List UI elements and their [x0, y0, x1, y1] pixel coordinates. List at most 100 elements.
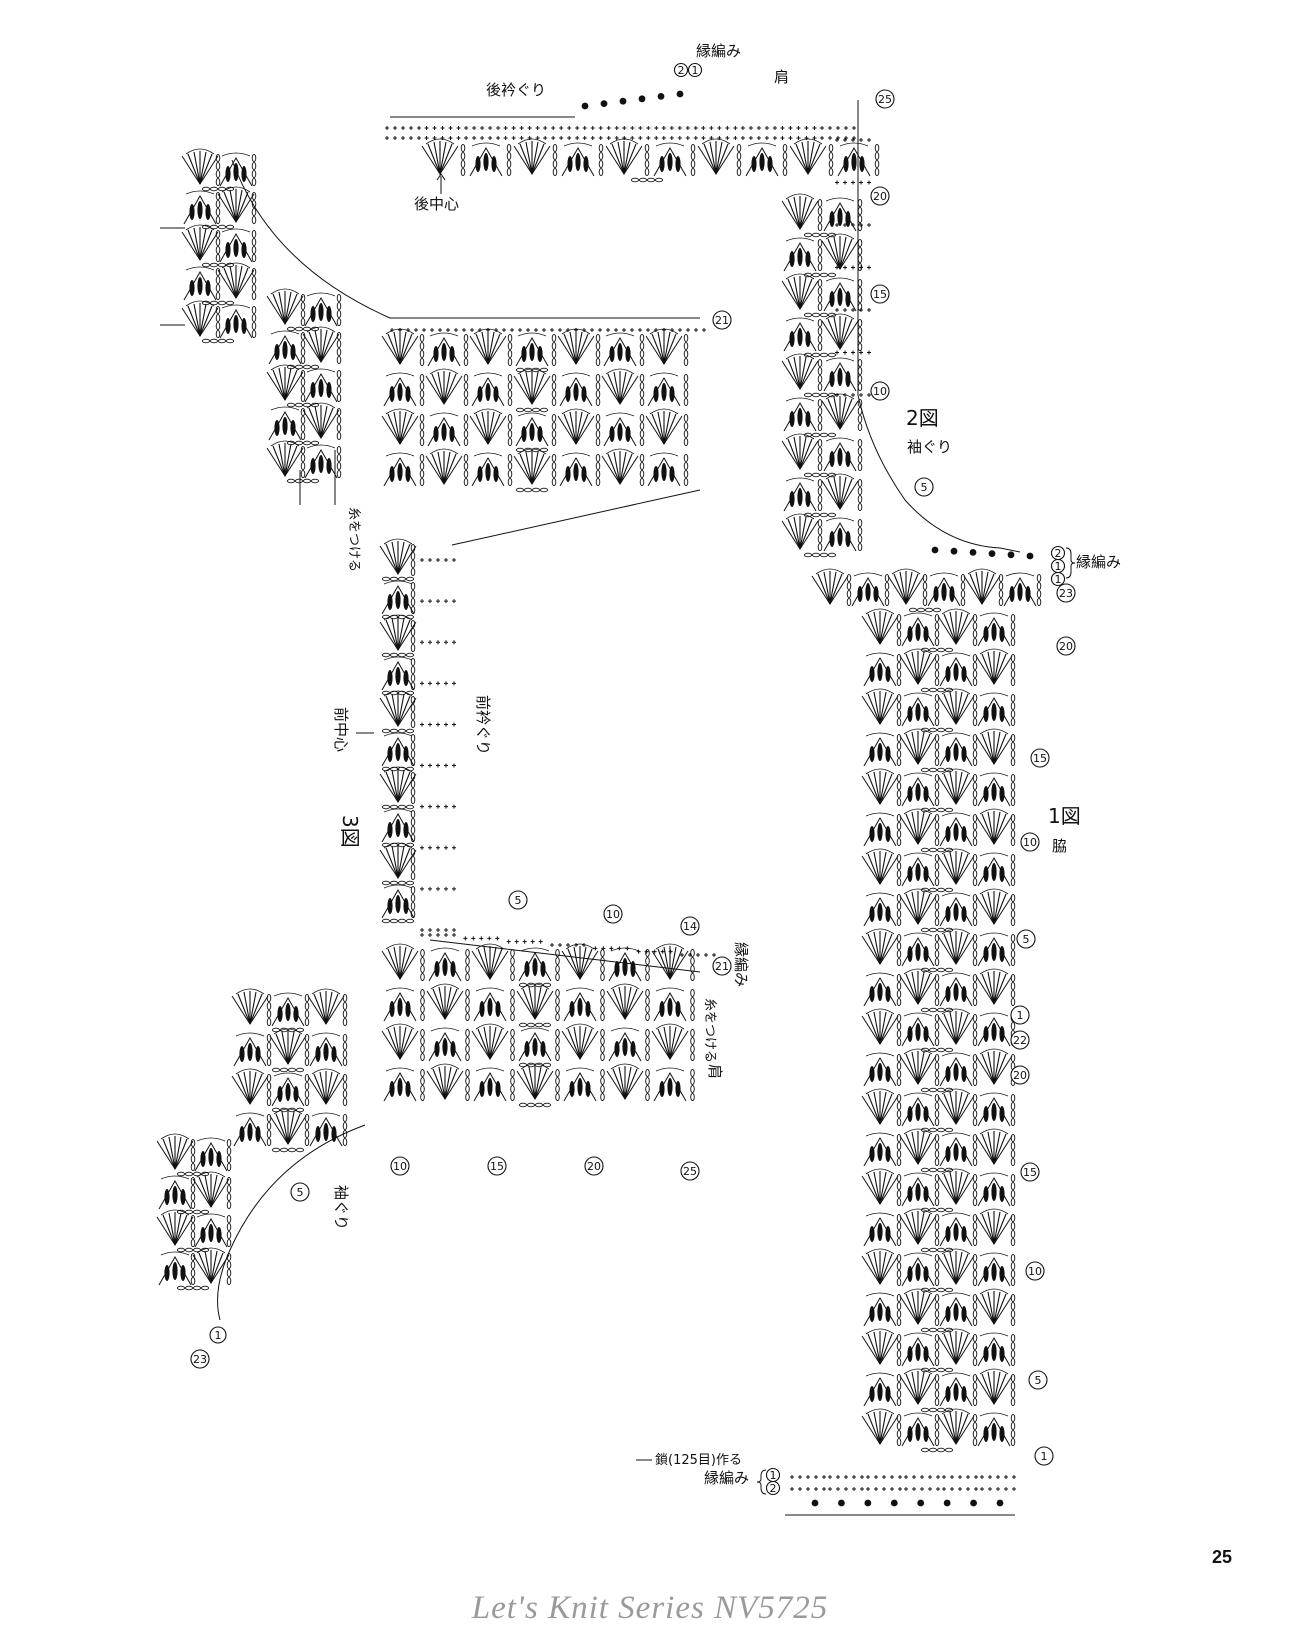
svg-text:21: 21: [715, 314, 729, 327]
svg-text:1: 1: [770, 1469, 777, 1482]
stitch-symbol: [861, 1088, 899, 1125]
stitch-symbol: [823, 437, 857, 472]
stitch-symbol: [419, 413, 425, 447]
stitch-symbol: [896, 1133, 902, 1167]
stitch-symbol: [582, 125, 620, 131]
row-marker: 21: [712, 956, 732, 976]
stitch-symbol: [977, 1012, 1011, 1047]
stitch-symbol: [215, 267, 221, 301]
stitch-symbol: [846, 573, 852, 607]
stitch-symbol: [176, 1171, 210, 1177]
row-marker: 5: [508, 890, 528, 910]
stitch-symbol: [939, 732, 973, 767]
stitch-symbol: [302, 326, 340, 363]
page-number: 25: [1211, 1547, 1232, 1567]
stitch-symbol: [934, 933, 940, 967]
stitch-symbol: [863, 732, 897, 767]
stitch-symbol: [896, 1173, 902, 1207]
row-marker: 2: [1050, 545, 1066, 561]
stitch-symbol: [783, 397, 817, 432]
stitch-symbol: [381, 943, 419, 980]
stitch-symbol: [561, 142, 595, 177]
stitch-symbol: [379, 766, 417, 803]
stitch-symbol: [381, 580, 415, 615]
stitch-symbol: [977, 772, 1011, 807]
label-side: 脇: [1052, 837, 1067, 855]
stitch-symbol: [176, 1209, 210, 1215]
stitch-symbol: [513, 138, 551, 175]
stitch-symbol: [934, 853, 940, 887]
stitch-symbol: [589, 327, 627, 333]
stitch-symbol: [410, 581, 416, 615]
label-chain-start: 鎖(125目)作る: [655, 1452, 742, 1468]
stitch-symbol: [690, 143, 696, 177]
stitch-symbol: [977, 1332, 1011, 1367]
stitch-symbol: [266, 1033, 272, 1067]
stitch-symbol: [972, 853, 978, 887]
stitch-symbol: [192, 1171, 230, 1208]
stitch-symbol: [194, 1213, 228, 1248]
stitch-symbol: [977, 1252, 1011, 1287]
stitch-symbol: [817, 278, 823, 312]
stitch-symbol: [896, 813, 902, 847]
stitch-symbol: [977, 932, 1011, 967]
stitch-symbol: [937, 1408, 975, 1445]
row-marker: 20: [1010, 1065, 1030, 1085]
stitch-symbol: [181, 224, 219, 261]
stitch-symbol: [934, 773, 940, 807]
stitch-symbol: [934, 1413, 940, 1447]
stitch-symbol: [803, 552, 837, 558]
stitch-symbol: [300, 293, 306, 327]
stitch-symbol: [419, 804, 457, 810]
stitch-symbol: [513, 368, 551, 405]
stitch-symbol: [865, 1474, 903, 1480]
stitch-symbol: [215, 153, 221, 187]
stitch-symbol: [920, 1047, 954, 1053]
stitch-symbol: [300, 445, 306, 479]
stitch-symbol: [215, 191, 221, 225]
stitch-symbol: [972, 1253, 978, 1287]
stitch-symbol: [972, 1013, 978, 1047]
stitch-symbol: [899, 808, 937, 845]
stitch-symbol: [194, 1137, 228, 1172]
svg-text:21: 21: [715, 960, 729, 973]
stitch-symbol: [1010, 933, 1016, 967]
stitch-symbol: [1010, 973, 1016, 1007]
stitch-symbol: [425, 448, 463, 485]
stitch-symbol: [639, 453, 645, 487]
stitch-symbol: [215, 229, 221, 263]
stitch-symbol: [783, 317, 817, 352]
stitch-symbol: [286, 326, 320, 332]
stitch-symbol: [231, 988, 269, 1025]
stitch-symbol: [302, 402, 340, 439]
stitch-symbol: [606, 1063, 644, 1100]
svg-text:2: 2: [770, 1482, 777, 1495]
stitch-symbol: [939, 1132, 973, 1167]
stitch-symbol: [389, 327, 427, 333]
stitch-symbol: [268, 330, 302, 365]
stitch-symbol: [899, 728, 937, 765]
stitch-symbol: [638, 95, 646, 103]
row-marker: 1: [765, 1467, 781, 1483]
stitch-symbol: [896, 1053, 902, 1087]
stitch-symbol: [931, 546, 939, 554]
row-marker: 20: [870, 186, 890, 206]
stitch-symbol: [419, 845, 457, 851]
stitch-symbol: [972, 1413, 978, 1447]
row-marker: 5: [1016, 929, 1036, 949]
stitch-symbol: [190, 1252, 196, 1286]
label-fig2: 2図: [906, 406, 939, 430]
stitch-symbol: [975, 648, 1013, 685]
stitch-symbol: [903, 1486, 941, 1492]
stitch-symbol: [603, 332, 637, 367]
stitch-symbol: [549, 942, 587, 948]
stitch-symbol: [183, 266, 217, 301]
stitch-symbol: [934, 1093, 940, 1127]
stitch-symbol: [629, 327, 667, 333]
stitch-symbol: [304, 444, 338, 479]
chart-body: [156, 90, 1042, 1516]
row-marker: 5: [1028, 1370, 1048, 1390]
svg-text:20: 20: [873, 190, 887, 203]
stitch-symbol: [420, 1068, 425, 1102]
row-marker: 25: [875, 89, 895, 109]
